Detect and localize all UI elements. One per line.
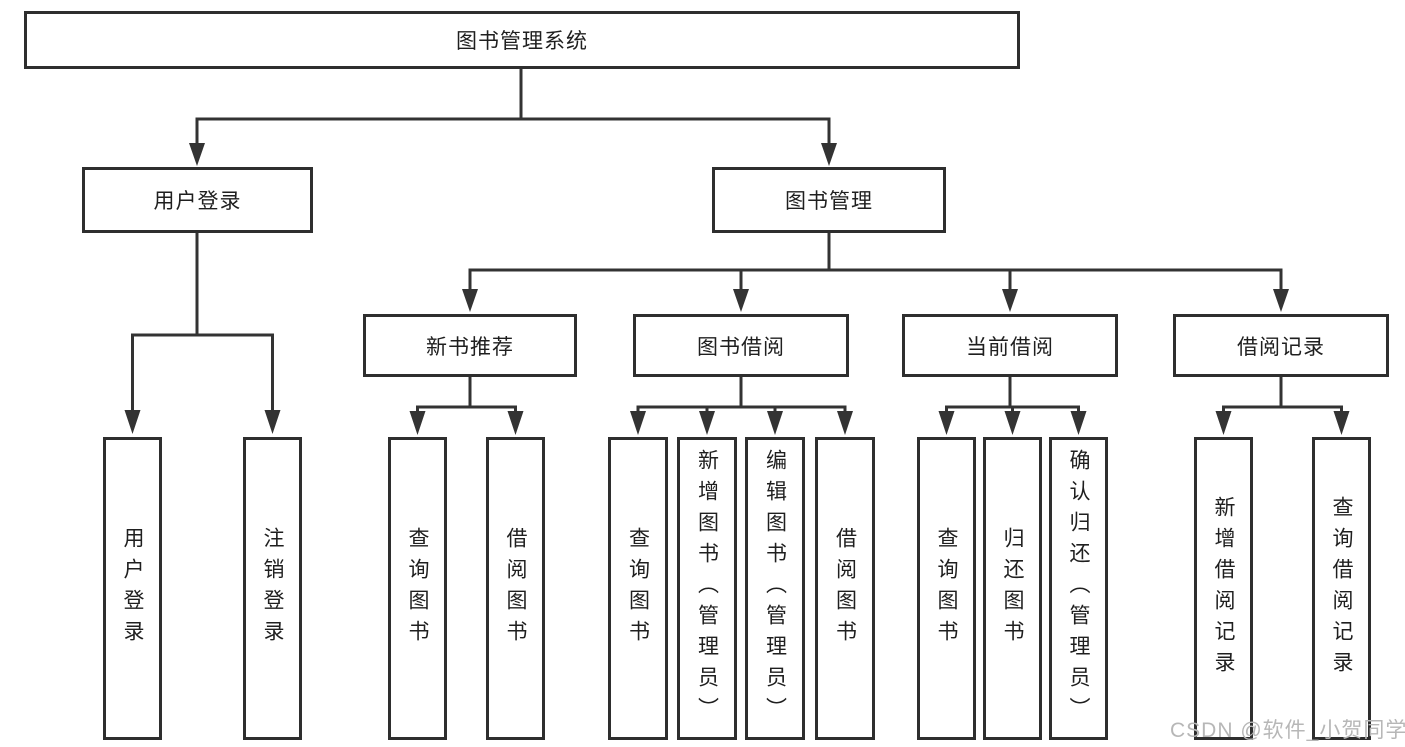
connector-current-borrow-branch [945,377,1080,413]
connector-new-book-branch [416,377,517,413]
arrowhead-cur-confirm [1070,411,1087,435]
arrowhead-bor-edit [767,411,783,435]
node-book-borrowing: 图书借阅 [633,314,849,377]
leaf-label: 确认归还（管理员） [1067,449,1090,728]
leaf-label: 归还图书 [1001,526,1024,651]
node-user-login: 用户登录 [82,167,313,233]
leaf-label: 查询借阅记录 [1330,495,1353,682]
leaf-label: 新增图书（管理员） [695,449,719,728]
leaf-recommend-borrow-books: 借阅图书 [486,437,545,740]
arrowhead-bor-add [699,411,715,435]
arrowhead-rec-query [409,411,426,435]
csdn-watermark: CSDN @软件_小贺同学 [1170,719,1405,742]
connector-book-mgmt-to-level3 [468,233,1283,292]
arrowhead-log-add [1215,411,1232,435]
leaf-label: 用户登录 [121,526,144,651]
node-label: 图书管理 [785,190,873,213]
leaf-logout: 注销登录 [243,437,302,740]
arrowhead-cur-return [1004,411,1021,435]
node-root-library-management-system: 图书管理系统 [24,11,1020,69]
leaf-label: 借阅图书 [504,526,527,651]
node-current-borrowing: 当前借阅 [902,314,1118,377]
node-label: 新书推荐 [426,335,514,359]
arrowhead-bor-query [630,411,646,435]
node-label: 借阅记录 [1237,335,1325,359]
node-label: 图书借阅 [697,335,785,359]
connector-root-to-level2 [195,68,831,145]
leaf-records-add-borrow-record: 新增借阅记录 [1194,437,1253,740]
leaf-label: 编辑图书（管理员） [763,449,787,728]
leaf-user-login: 用户登录 [103,437,162,740]
node-label: 图书管理系统 [456,30,588,53]
arrowhead-bor-borrow [837,411,853,435]
arrowhead-leaf-logout [264,410,281,434]
leaf-records-query-borrow-record: 查询借阅记录 [1312,437,1371,740]
leaf-borrowing-query-books: 查询图书 [608,437,668,740]
leaf-label: 查询图书 [935,526,958,651]
arrowhead-cur-query [938,411,955,435]
connector-user-login-branch [131,233,274,412]
node-label: 当前借阅 [966,335,1054,359]
connector-borrow-records-branch [1222,377,1343,413]
arrowhead-rec-borrow [507,411,524,435]
node-label: 用户登录 [153,190,242,213]
leaf-current-confirm-return-admin: 确认归还（管理员） [1049,437,1108,740]
leaf-current-return-books: 归还图书 [983,437,1042,740]
leaf-borrowing-edit-books-admin: 编辑图书（管理员） [745,437,805,740]
leaf-label: 查询图书 [626,526,650,651]
leaf-borrowing-borrow-books: 借阅图书 [815,437,875,740]
leaf-label: 新增借阅记录 [1212,495,1235,682]
node-book-management: 图书管理 [712,167,946,233]
leaf-label: 注销登录 [261,526,284,651]
node-borrowing-records: 借阅记录 [1173,314,1389,377]
connector-book-borrow-branch [636,377,847,413]
node-new-book-recommendation: 新书推荐 [363,314,577,377]
arrowhead-book-borrow [733,289,749,312]
arrowhead-borrow-records [1273,289,1289,312]
arrowhead-leaf-user-login [124,410,141,434]
leaf-label: 借阅图书 [833,526,857,651]
arrowhead-user-login [189,143,205,166]
leaf-current-query-books: 查询图书 [917,437,976,740]
leaf-label: 查询图书 [406,526,429,651]
arrowhead-current-borrow [1002,289,1018,312]
leaf-recommend-query-books: 查询图书 [388,437,447,740]
arrowhead-log-query [1333,411,1350,435]
arrowhead-new-book [462,289,478,312]
arrowhead-book-mgmt [821,143,837,166]
leaf-borrowing-add-books-admin: 新增图书（管理员） [677,437,737,740]
